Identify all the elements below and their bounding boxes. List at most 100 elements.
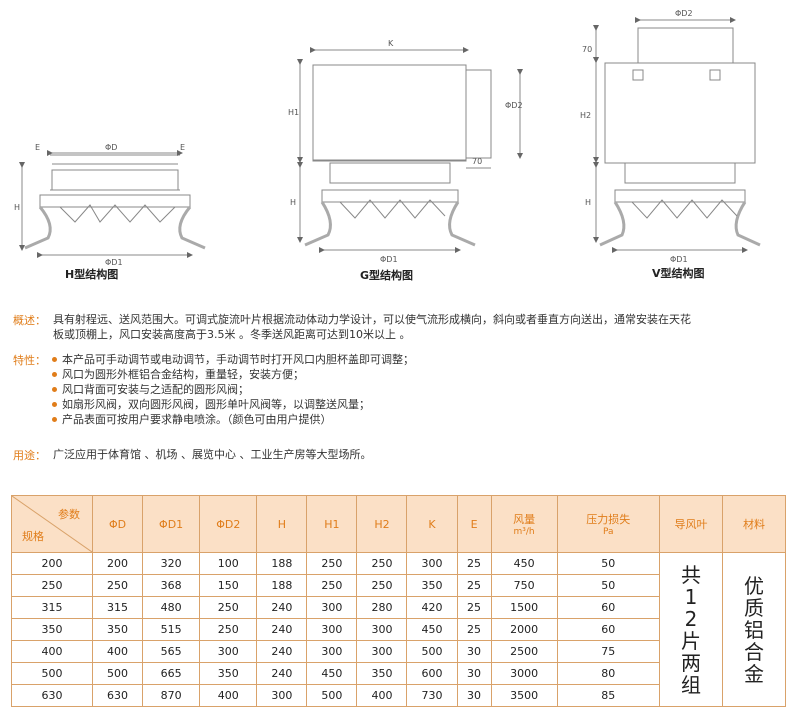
feature-item: 风口为圆形外框铝合金结构，重量轻，安装方便； [50, 367, 414, 382]
table-cell: 480 [142, 596, 201, 619]
table-cell: 500 [91, 662, 144, 685]
table-cell: 100 [199, 552, 258, 575]
table-cell: 250 [11, 574, 93, 597]
table-cell: 250 [199, 596, 258, 619]
table-cell: 500 [406, 640, 458, 663]
overview-line-1: 具有射程远、送风范围大。可调式旋流叶片根据流动体动力学设计，可以使气流形成横向，… [53, 313, 691, 326]
header-h2: H2 [356, 495, 408, 553]
features-list: 本产品可手动调节或电动调节，手动调节时打开风口内胆杯盖即可调整； 风口为圆形外框… [50, 352, 414, 427]
header-material: 材料 [722, 495, 786, 553]
table-cell: 300 [306, 640, 358, 663]
usage-label: 用途： [13, 449, 46, 462]
table-cell: 250 [356, 552, 408, 575]
table-corner-cell: 参数 规格 [11, 495, 93, 553]
table-cell: 300 [356, 640, 408, 663]
structure-diagrams: ΦD E E H ΦD1 K H1 H ΦD2 70 ΦD1 ΦD2 70 H2… [0, 0, 796, 290]
h-label-phid1: ΦD1 [105, 258, 123, 267]
table-cell: 25 [456, 618, 492, 641]
table-cell: 200 [91, 552, 144, 575]
table-cell: 320 [142, 552, 201, 575]
table-cell: 240 [256, 618, 308, 641]
table-cell: 750 [490, 574, 558, 597]
overview-line-2: 板或顶棚上，风口安装高度高于3.5米 。冬季送风距离可达到10米以上 。 [53, 328, 411, 341]
material-text: 优质铝合金 [744, 573, 764, 686]
corner-diagonal [12, 496, 92, 552]
table-cell: 300 [199, 640, 258, 663]
table-cell: 450 [306, 662, 358, 685]
v-label-phid1: ΦD1 [670, 255, 688, 264]
table-cell: 25 [456, 552, 492, 575]
table-cell: 870 [142, 684, 201, 707]
table-cell: 3500 [490, 684, 558, 707]
table-cell: 60 [556, 618, 661, 641]
header-h: H [256, 495, 308, 553]
table-cell: 315 [11, 596, 93, 619]
table-cell: 240 [256, 596, 308, 619]
feature-item: 本产品可手动调节或电动调节，手动调节时打开风口内胆杯盖即可调整； [50, 352, 414, 367]
table-cell: 450 [406, 618, 458, 641]
table-cell: 500 [11, 662, 93, 685]
table-cell: 250 [306, 552, 358, 575]
table-cell: 300 [406, 552, 458, 575]
table-cell: 350 [11, 618, 93, 641]
table-cell: 350 [199, 662, 258, 685]
v-label-h: H [585, 198, 591, 207]
table-cell: 2500 [490, 640, 558, 663]
table-cell: 630 [91, 684, 144, 707]
table-cell: 420 [406, 596, 458, 619]
table-cell: 300 [306, 618, 358, 641]
table-cell: 315 [91, 596, 144, 619]
table-cell: 75 [556, 640, 661, 663]
feature-item: 风口背面可安装与之适配的圆形风阀； [50, 382, 414, 397]
h-type-diagram [19, 150, 206, 258]
table-cell: 400 [11, 640, 93, 663]
overview-text: 具有射程远、送风范围大。可调式旋流叶片根据流动体动力学设计，可以使气流形成横向，… [53, 312, 793, 342]
table-cell: 500 [306, 684, 358, 707]
corner-bottom-label: 规格 [22, 530, 44, 543]
table-cell: 565 [142, 640, 201, 663]
blades-text: 共12片两组 [681, 562, 701, 697]
features-label: 特性： [13, 354, 46, 367]
table-cell: 300 [356, 618, 408, 641]
g-label-phid2: ΦD2 [505, 101, 523, 110]
h-label-h: H [14, 203, 20, 212]
v-label-h2: H2 [580, 111, 591, 120]
table-cell: 300 [256, 684, 308, 707]
table-cell: 200 [11, 552, 93, 575]
table-cell: 1500 [490, 596, 558, 619]
table-cell: 630 [11, 684, 93, 707]
h-label-e-left: E [35, 143, 40, 152]
spec-table: 参数 规格 ΦD ΦD1 ΦD2 H H1 H2 K E 风量 m³/h 压力损… [11, 495, 786, 707]
g-type-caption: G型结构图 [360, 269, 414, 282]
header-airflow-label: 风量 [513, 513, 536, 526]
v-type-diagram [593, 17, 761, 253]
table-cell: 188 [256, 552, 308, 575]
header-airflow: 风量 m³/h [490, 495, 558, 553]
g-label-phid1: ΦD1 [380, 255, 398, 264]
table-cell: 50 [556, 574, 661, 597]
table-cell: 85 [556, 684, 661, 707]
table-cell: 30 [456, 662, 492, 685]
g-label-h: H [290, 198, 296, 207]
corner-top-label: 参数 [58, 508, 80, 521]
v-type-caption: V型结构图 [652, 267, 705, 280]
material-cell: 优质铝合金 [722, 552, 786, 707]
table-cell: 515 [142, 618, 201, 641]
table-cell: 665 [142, 662, 201, 685]
table-cell: 25 [456, 574, 492, 597]
usage-text: 广泛应用于体育馆 、机场 、展览中心 、工业生产房等大型场所。 [53, 448, 372, 461]
table-cell: 250 [356, 574, 408, 597]
table-cell: 25 [456, 596, 492, 619]
table-cell: 730 [406, 684, 458, 707]
table-cell: 30 [456, 684, 492, 707]
table-cell: 450 [490, 552, 558, 575]
feature-item: 产品表面可按用户要求静电喷涂。（颜色可由用户提供） [50, 412, 414, 427]
blades-cell: 共12片两组 [659, 552, 723, 707]
header-h1: H1 [306, 495, 358, 553]
g-type-diagram [297, 47, 523, 253]
g-label-70: 70 [472, 157, 482, 166]
header-pressure-unit: Pa [603, 527, 614, 537]
